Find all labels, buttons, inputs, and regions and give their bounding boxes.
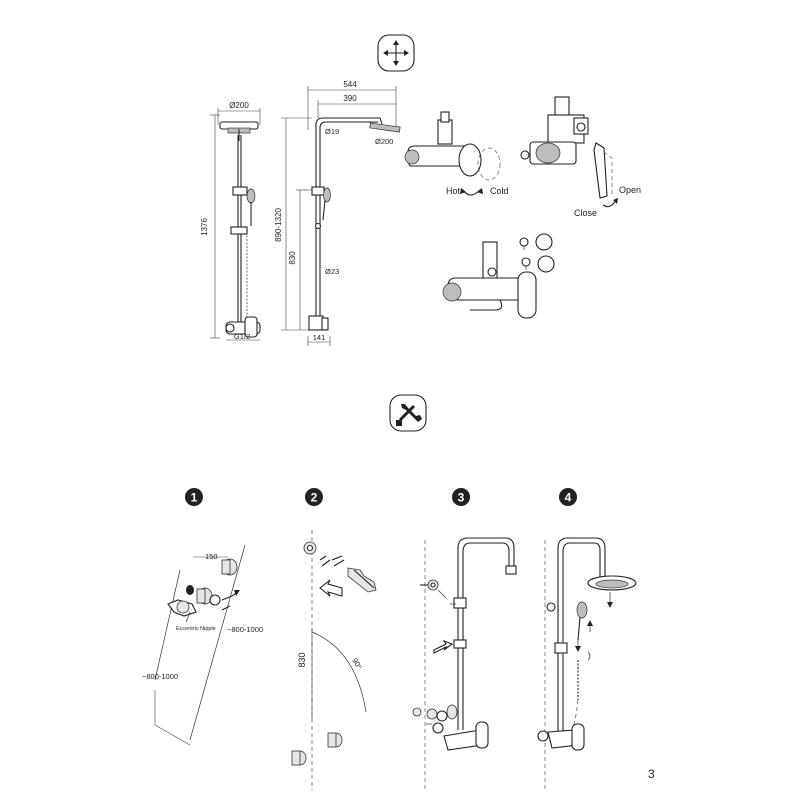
step-3-label: 3 (458, 491, 465, 505)
total-height-label: 1376 (200, 218, 209, 236)
step-2-number: 2 (305, 488, 323, 506)
spacing-label: 150 (205, 552, 218, 561)
mixer-diverter-drawing (442, 233, 555, 319)
open-label: Open (619, 185, 641, 195)
front-view-drawing: Ø200 G1/2 1376 (200, 101, 261, 341)
side-view-drawing: 544 390 Ø200 Ø19 Ø23 141 890-1320 830 (274, 80, 401, 346)
depth-label: 141 (313, 333, 326, 342)
step-4-number: 4 (559, 488, 577, 506)
step-3-drawing (412, 537, 517, 790)
head-diameter-label: Ø200 (229, 101, 249, 110)
arm-width-label: 544 (343, 80, 357, 89)
riser-diameter-label: Ø23 (325, 267, 339, 276)
height-range-label: 890-1320 (274, 208, 283, 242)
step-3-number: 3 (452, 488, 470, 506)
step-4-label: 4 (565, 491, 572, 505)
hot-label: Hot (446, 186, 461, 196)
step-2-label: 2 (311, 491, 318, 505)
arm-reach-label: 390 (343, 94, 357, 103)
mixer-open-close-drawing: Open Close (520, 96, 641, 218)
cold-label: Cold (490, 186, 509, 196)
head-diameter-b-label: Ø200 (375, 137, 393, 146)
step2-height-label: 830 (297, 652, 307, 667)
step-1-drawing: 150 Eccentric Nipple ~800-1000 ~800-1000 (142, 544, 263, 746)
riser-height-label: 830 (288, 251, 297, 265)
page-number: 3 (648, 767, 655, 781)
wrench-icon (389, 394, 427, 432)
step-4-drawing (537, 537, 637, 790)
eccentric-nipple-label: Eccentric Nipple (176, 626, 216, 632)
close-label: Close (574, 208, 597, 218)
step-2-drawing: 90° 830 (291, 530, 377, 790)
height-b-label: ~800-1000 (227, 625, 263, 634)
arm-tube-diameter-label: Ø19 (325, 127, 339, 136)
step-1-number: 1 (185, 488, 203, 506)
step-1-label: 1 (191, 491, 198, 505)
dimensions-icon (377, 34, 415, 72)
height-a-label: ~800-1000 (142, 672, 178, 681)
mixer-hot-cold-drawing: Hot Cold (404, 111, 509, 196)
connection-label: G1/2 (234, 332, 250, 341)
